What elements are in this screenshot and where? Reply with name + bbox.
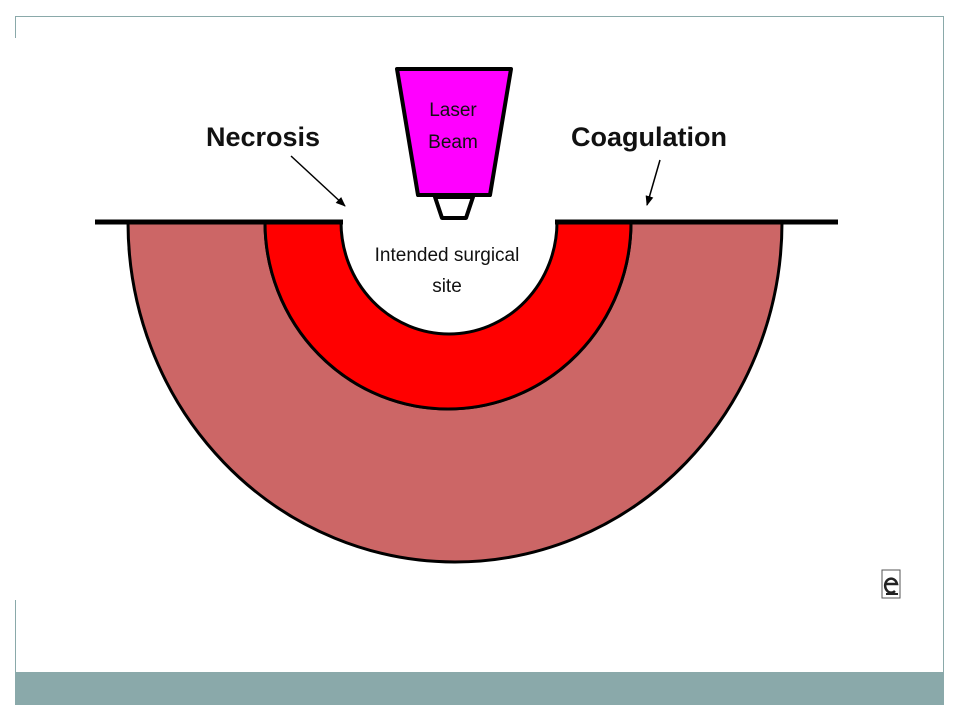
site-label-line2: site [432,276,462,297]
coagulation-arrow [645,159,661,206]
site-label-line1: Intended surgical [375,245,520,266]
necrosis-arrow [290,155,346,207]
e-logo-icon [881,569,901,599]
slide-frame [15,16,944,705]
frame-left-edge-bottom [15,600,16,672]
frame-left-edge-top [15,16,16,38]
laser-label-line2: Beam [428,132,478,153]
laser-nozzle [433,195,475,220]
laser-beam-housing [395,67,513,197]
footer-bar [15,672,943,705]
laser-label-line1: Laser [429,100,477,121]
necrosis-zone [263,220,633,411]
coagulation-label: Coagulation [571,122,727,152]
necrosis-label: Necrosis [206,122,320,152]
